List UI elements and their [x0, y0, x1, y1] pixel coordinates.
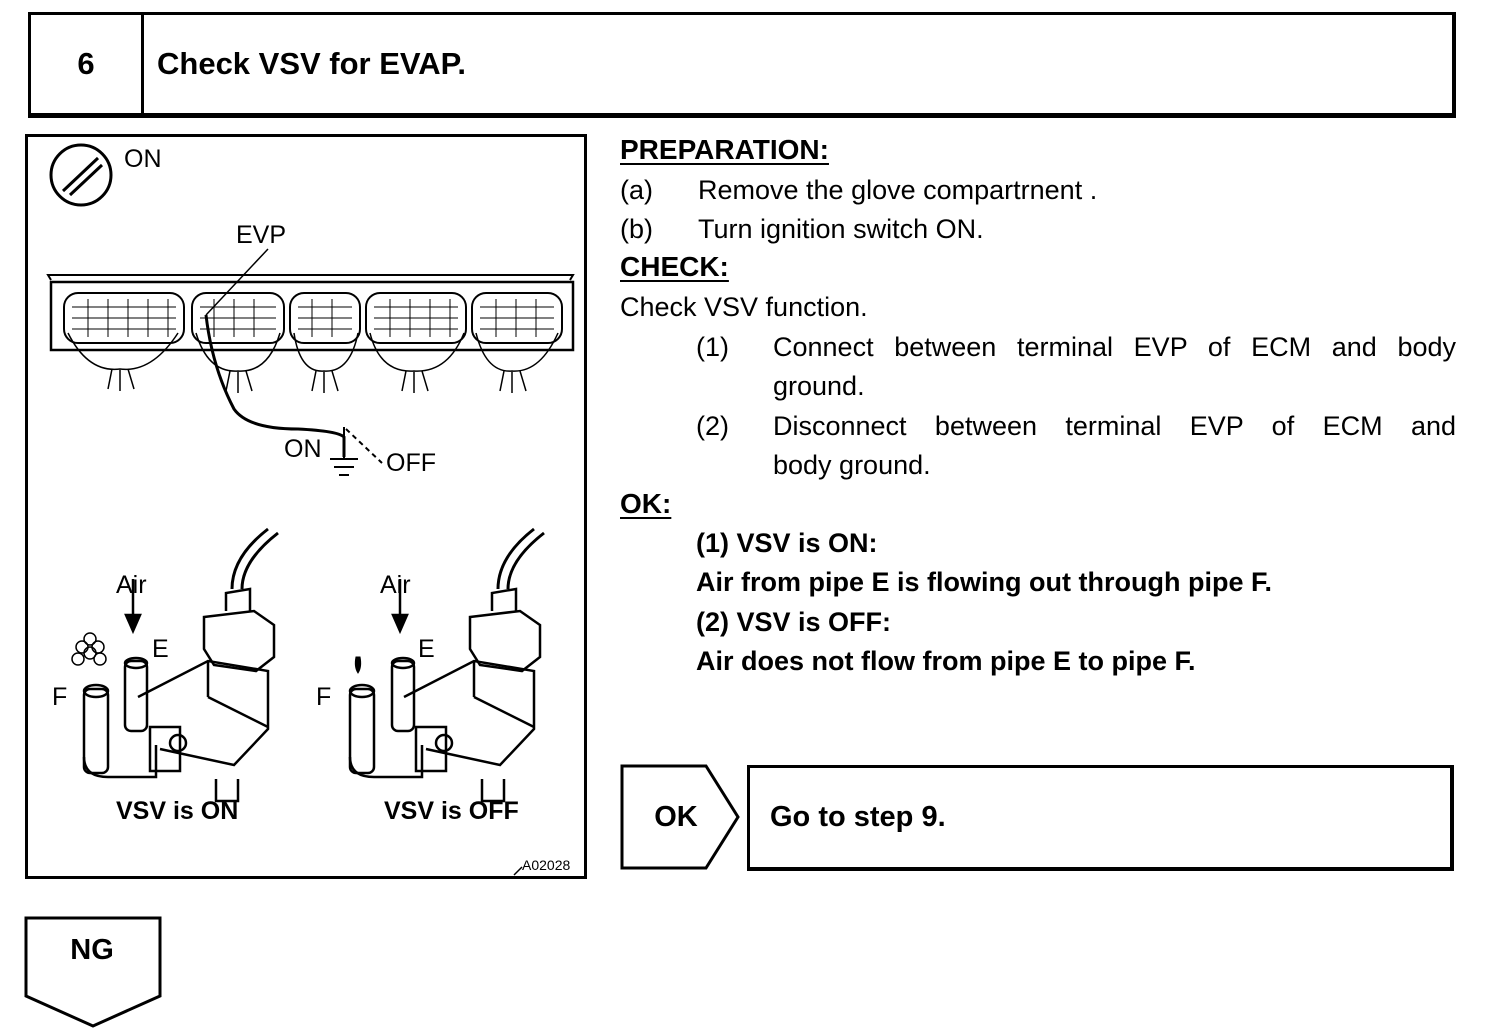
step-header: 6 Check VSV for EVAP.	[28, 12, 1456, 118]
check-marker-1: (1)	[696, 332, 729, 362]
ok-line-3: (2) VSV is OFF:	[696, 607, 892, 637]
step-title: Check VSV for EVAP.	[157, 46, 466, 81]
check-text-2-line2: body ground.	[773, 450, 931, 480]
ecm-connector-icon	[46, 274, 575, 393]
ng-result-label: NG	[70, 934, 114, 966]
right-air-label: Air	[380, 571, 411, 599]
step-number: 6	[31, 15, 144, 113]
check-intro: Check VSV function.	[620, 292, 868, 322]
check-text-2-line1: Disconnect between terminal EVP of ECM a…	[773, 411, 1456, 441]
evp-label: EVP	[236, 221, 287, 249]
ok-result-arrow: OK	[620, 764, 742, 870]
check-text-1-line1: Connect between terminal EVP of ECM and …	[773, 332, 1456, 362]
check-text-1-line2: ground.	[773, 371, 865, 401]
prep-marker-b: (b)	[620, 214, 653, 244]
ng-result-arrow: NG	[24, 916, 162, 1028]
ignition-on-label: ON	[124, 145, 162, 173]
ground-icon	[330, 427, 358, 476]
vsv-figure: ON EVP ON OFF Air E F VSV is ON Air E F …	[25, 134, 587, 879]
check-heading: CHECK:	[620, 251, 729, 282]
left-pipe-e-label: E	[152, 635, 169, 663]
check-marker-2: (2)	[696, 411, 729, 441]
left-pipe-f-label: F	[52, 683, 68, 711]
ok-result-label: OK	[654, 800, 698, 833]
ignition-switch-icon	[49, 143, 113, 207]
ok-heading: OK:	[620, 488, 672, 519]
vsv-valve-icon	[348, 527, 545, 803]
left-valve-caption: VSV is ON	[116, 797, 239, 825]
ok-line-1: (1) VSV is ON:	[696, 528, 878, 558]
ground-off-label: OFF	[386, 449, 436, 477]
prep-text-b: Turn ignition switch ON.	[698, 214, 984, 244]
figure-code: A02028	[522, 857, 571, 873]
prep-text-a: Remove the glove compartrnent .	[698, 175, 1098, 205]
right-pipe-e-label: E	[418, 635, 435, 663]
air-puff-icon	[71, 632, 107, 666]
right-valve-caption: VSV is OFF	[384, 797, 519, 825]
right-pipe-f-label: F	[316, 683, 332, 711]
figure-drawing	[46, 143, 575, 876]
prep-marker-a: (a)	[620, 175, 653, 205]
ground-on-label: ON	[284, 435, 322, 463]
ok-line-2: Air from pipe E is flowing out through p…	[696, 567, 1272, 597]
ok-line-4: Air does not flow from pipe E to pipe F.	[696, 646, 1196, 676]
vsv-valve-icon	[71, 527, 279, 803]
ok-action-box: Go to step 9.	[747, 765, 1454, 871]
preparation-heading: PREPARATION:	[620, 134, 829, 165]
left-air-label: Air	[116, 571, 147, 599]
